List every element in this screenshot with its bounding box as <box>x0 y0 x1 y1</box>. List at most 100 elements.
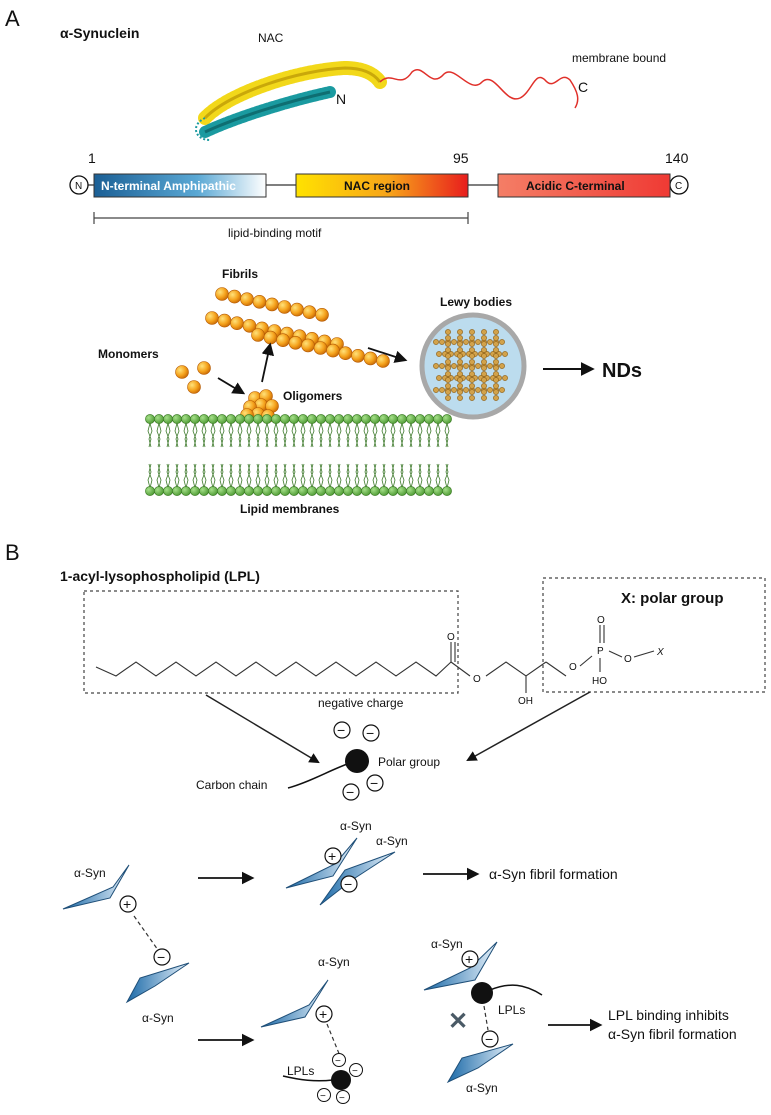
domain-nac-label: NAC region <box>344 179 410 193</box>
lipid-tail <box>300 463 306 489</box>
lewy-bead <box>493 335 499 341</box>
asyn-lower-label: α-Syn <box>318 955 350 969</box>
lipid-head <box>172 414 182 424</box>
lipid-tail <box>291 463 297 489</box>
lpl-lower-head <box>331 1070 351 1090</box>
lewy-bead <box>457 353 463 359</box>
lipid-head <box>415 414 425 424</box>
lipid-head <box>370 486 380 496</box>
n-circle <box>69 175 89 195</box>
inhibit-text-line1: LPL binding inhibits <box>608 1007 729 1023</box>
fibril-bead <box>338 346 353 361</box>
lipid-head <box>334 486 344 496</box>
lewy-bead <box>481 395 487 401</box>
fibril-bead <box>351 348 365 363</box>
lipid-tail <box>174 422 180 448</box>
lipid-head <box>433 414 443 424</box>
lipid-tail <box>237 422 243 448</box>
lpl-inhibit-head <box>471 982 493 1004</box>
lipid-head <box>415 486 425 496</box>
lewy-bead <box>493 389 499 395</box>
lewy-bead <box>439 387 445 393</box>
fibril-bead <box>376 354 390 368</box>
lewy-bead <box>451 387 457 393</box>
fibril-bead <box>240 292 254 307</box>
oligomer <box>240 389 279 423</box>
lipid-tail <box>408 422 414 448</box>
atom-p: P <box>597 646 604 657</box>
protein-title: α-Synuclein <box>60 25 139 41</box>
lipid-tail <box>363 422 369 448</box>
lewy-bead <box>481 383 487 389</box>
lipid-head <box>397 414 407 424</box>
fibril-bead <box>252 294 267 309</box>
lipid-tail <box>210 463 216 489</box>
lipid-tail <box>444 463 450 489</box>
fibril-bead <box>251 328 265 342</box>
lewy-bead <box>445 335 451 341</box>
lipid-tail <box>345 463 351 489</box>
atom-oh: OH <box>518 696 533 707</box>
lipid-head <box>424 486 434 496</box>
lewy-bead <box>469 359 475 365</box>
protein-structure <box>195 60 579 141</box>
lipid-tail <box>147 463 153 489</box>
lipid-head <box>370 414 380 424</box>
asyn-upper-strand-2 <box>319 851 396 906</box>
lipid-tail <box>444 422 450 448</box>
lipid-head <box>235 486 245 496</box>
lewy-bead <box>457 341 463 347</box>
lipid-head <box>208 486 218 496</box>
nac-helix-core <box>203 66 382 120</box>
lipid-tail <box>255 463 261 489</box>
lewy-bead <box>469 365 475 371</box>
lipid-head <box>442 414 452 424</box>
inhibit-cross: ✕ <box>448 1008 468 1035</box>
lipid-head <box>361 414 371 424</box>
arrow-chain-to-schematic <box>205 694 320 764</box>
lewy-bead <box>481 353 487 359</box>
lipid-tail <box>426 422 432 448</box>
negative-charges <box>333 721 384 801</box>
lewy-bead <box>457 377 463 383</box>
fibril-bead <box>215 287 229 301</box>
arrow-fibrils-to-lewy <box>367 347 408 363</box>
lewy-bead <box>445 353 451 359</box>
lipid-head <box>388 486 398 496</box>
negative-charge-label: negative charge <box>318 696 404 710</box>
lipid-tail <box>318 463 324 489</box>
lipid-tail <box>219 422 225 448</box>
lewy-bead <box>493 359 499 365</box>
lipid-tail <box>183 422 189 448</box>
domain-n-terminal-label: N-terminal Amphipathic <box>101 179 236 193</box>
lewy-bead <box>433 387 439 393</box>
lipid-head <box>163 414 173 424</box>
asyn-inhibit-plus-sign: + <box>465 951 473 967</box>
domain-nac <box>295 173 469 198</box>
lipid-tail <box>201 422 207 448</box>
polar-head <box>345 749 369 773</box>
asyn-upper-strand-1 <box>285 837 358 889</box>
lpl-inhibit-tail <box>489 984 543 996</box>
lewy-bead <box>433 339 439 345</box>
fibril-bead <box>276 333 290 348</box>
fibrils-label: Fibrils <box>222 267 258 281</box>
lewy-bead <box>457 383 463 389</box>
lewy-bead <box>439 339 445 345</box>
lipid-head <box>307 414 317 424</box>
lipid-head <box>352 486 362 496</box>
lipid-head <box>316 486 326 496</box>
asyn-upper-label-1: α-Syn <box>340 819 372 833</box>
arrow-monomers-to-oligomers <box>217 377 246 395</box>
lipid-head <box>271 414 281 424</box>
fibril-bead <box>363 351 378 366</box>
lpl-lower-minus-3: − <box>320 1091 326 1102</box>
lipid-tail <box>363 463 369 489</box>
lipid-head <box>244 414 254 424</box>
lewy-bead <box>469 377 475 383</box>
lewy-bead <box>481 377 487 383</box>
lipid-head <box>235 414 245 424</box>
polar-group-label: Polar group <box>378 755 440 769</box>
lipid-membranes-label: Lipid membranes <box>240 502 340 516</box>
lewy-bead <box>457 389 463 395</box>
